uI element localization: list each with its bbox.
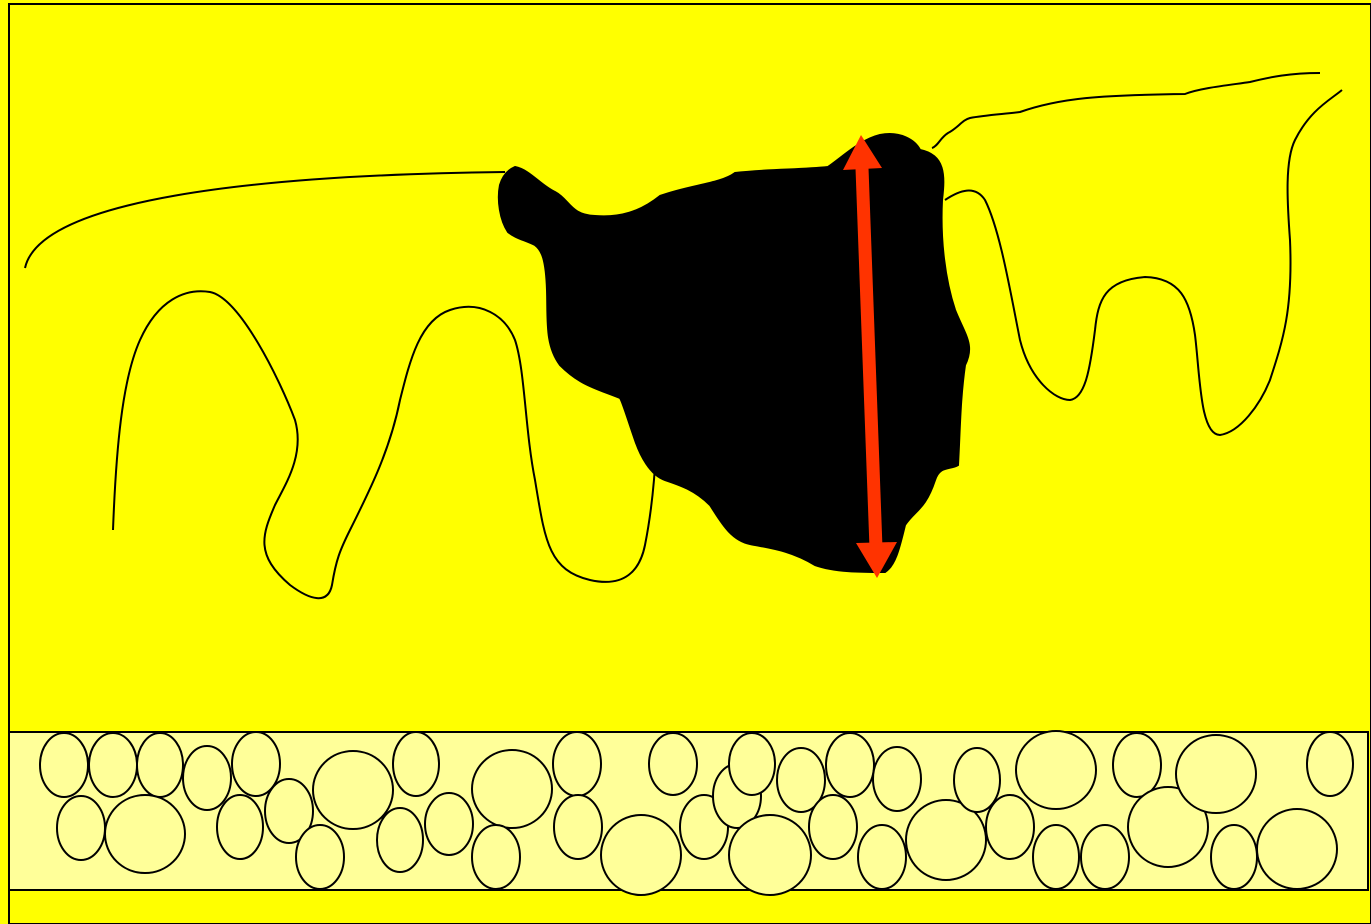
cell-4 [183, 746, 231, 810]
cell-27 [826, 733, 874, 797]
cell-29 [873, 747, 921, 811]
cell-23 [729, 815, 811, 895]
cell-14 [425, 793, 473, 855]
cell-18 [554, 795, 602, 859]
cell-8 [217, 795, 263, 859]
cell-13 [377, 808, 423, 872]
cell-24 [729, 733, 775, 795]
cell-35 [1081, 825, 1129, 889]
cell-20 [649, 733, 697, 795]
cell-34 [1033, 825, 1079, 889]
cell-2 [89, 733, 137, 797]
cell-41 [1307, 732, 1353, 796]
cell-11 [296, 825, 344, 889]
cell-32 [1016, 731, 1096, 809]
cell-6 [57, 796, 105, 860]
cell-16 [472, 825, 520, 889]
cell-31 [954, 748, 1000, 812]
cell-15 [472, 750, 552, 828]
cell-33 [986, 795, 1034, 859]
cell-38 [1176, 735, 1256, 813]
cell-26 [809, 795, 857, 859]
cell-40 [1257, 809, 1337, 889]
cell-19 [601, 815, 681, 895]
cell-17 [553, 732, 601, 796]
cell-3 [137, 733, 183, 797]
cell-39 [1211, 825, 1257, 889]
cell-36 [1113, 733, 1161, 797]
cell-7 [105, 795, 185, 873]
cell-10 [313, 751, 393, 829]
cell-28 [858, 825, 906, 889]
cell-12 [393, 732, 439, 796]
cell-1 [40, 733, 88, 797]
